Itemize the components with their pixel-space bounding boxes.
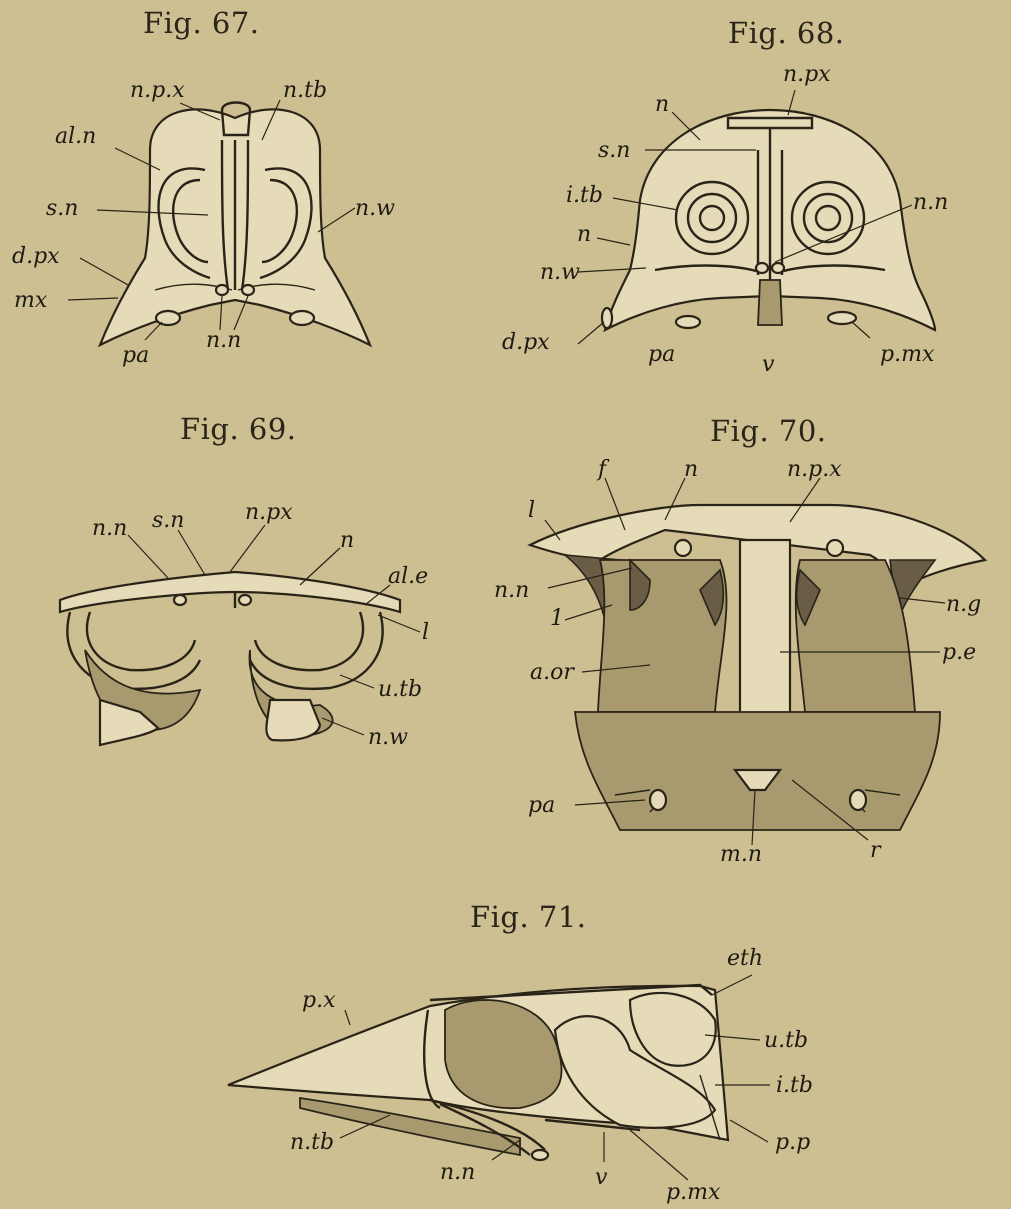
fig68-label: n.w: [540, 260, 580, 285]
fig67-label: pa: [122, 343, 149, 368]
fig67-drawing: [68, 100, 370, 345]
fig68-label: v: [762, 352, 774, 377]
fig69-label: n.w: [368, 725, 408, 750]
fig68-label: s.n: [598, 138, 630, 163]
fig68-label: n: [577, 222, 591, 247]
fig68-caption: Fig. 68.: [728, 16, 845, 50]
fig69-label: n.n: [92, 516, 127, 541]
fig69-label: al.e: [388, 564, 428, 589]
fig70-label: 1: [550, 606, 564, 631]
fig70-label: p.e: [942, 640, 976, 665]
fig68-drawing: [578, 90, 935, 344]
fig71-label: p.x: [302, 988, 335, 1013]
fig69-label: s.n: [152, 508, 184, 533]
fig67-label: n.tb: [283, 78, 327, 103]
fig71-label: eth: [727, 946, 763, 971]
fig71-label: n.tb: [290, 1130, 334, 1155]
fig69-caption: Fig. 69.: [180, 412, 297, 446]
fig71-label: v: [595, 1165, 607, 1190]
fig69-label: n: [340, 528, 354, 553]
fig71-caption: Fig. 71.: [470, 900, 587, 934]
fig68-label: n.px: [783, 62, 831, 87]
fig70-label: a.or: [530, 660, 574, 685]
fig68-label: d.px: [502, 330, 550, 355]
fig70-label: n.p.x: [787, 457, 842, 482]
fig68-label: i.tb: [566, 183, 603, 208]
fig67-label: n.p.x: [130, 78, 185, 103]
fig70-label: n: [684, 457, 698, 482]
fig67-label: n.n: [206, 328, 241, 353]
fig68-label: pa: [648, 342, 675, 367]
fig69-label: l: [422, 620, 429, 645]
fig70-label: l: [528, 498, 535, 523]
fig70-label: m.n: [720, 842, 762, 867]
fig70-caption: Fig. 70.: [710, 414, 827, 448]
fig70-label: pa: [528, 793, 555, 818]
fig67-label: s.n: [46, 196, 78, 221]
fig70-drawing: [530, 478, 985, 845]
fig70-label: n.g: [946, 592, 981, 617]
fig67-caption: Fig. 67.: [143, 6, 260, 40]
fig69-drawing: [60, 525, 420, 745]
fig71-label: p.mx: [666, 1180, 720, 1205]
fig70-label: f: [598, 457, 606, 482]
fig70-label: n.n: [494, 578, 529, 603]
fig69-label: u.tb: [378, 677, 422, 702]
fig70-label: r: [870, 838, 881, 863]
fig68-label: n: [655, 92, 669, 117]
fig69-label: n.px: [245, 500, 293, 525]
fig71-label: u.tb: [764, 1028, 808, 1053]
fig68-label: n.n: [913, 190, 948, 215]
fig71-label: n.n: [440, 1160, 475, 1185]
fig71-label: p.p: [775, 1130, 810, 1155]
fig67-label: n.w: [355, 196, 395, 221]
fig67-label: d.px: [12, 244, 60, 269]
fig67-label: al.n: [55, 124, 96, 149]
fig68-label: p.mx: [880, 342, 934, 367]
fig67-label: mx: [14, 288, 47, 313]
fig71-label: i.tb: [776, 1073, 813, 1098]
